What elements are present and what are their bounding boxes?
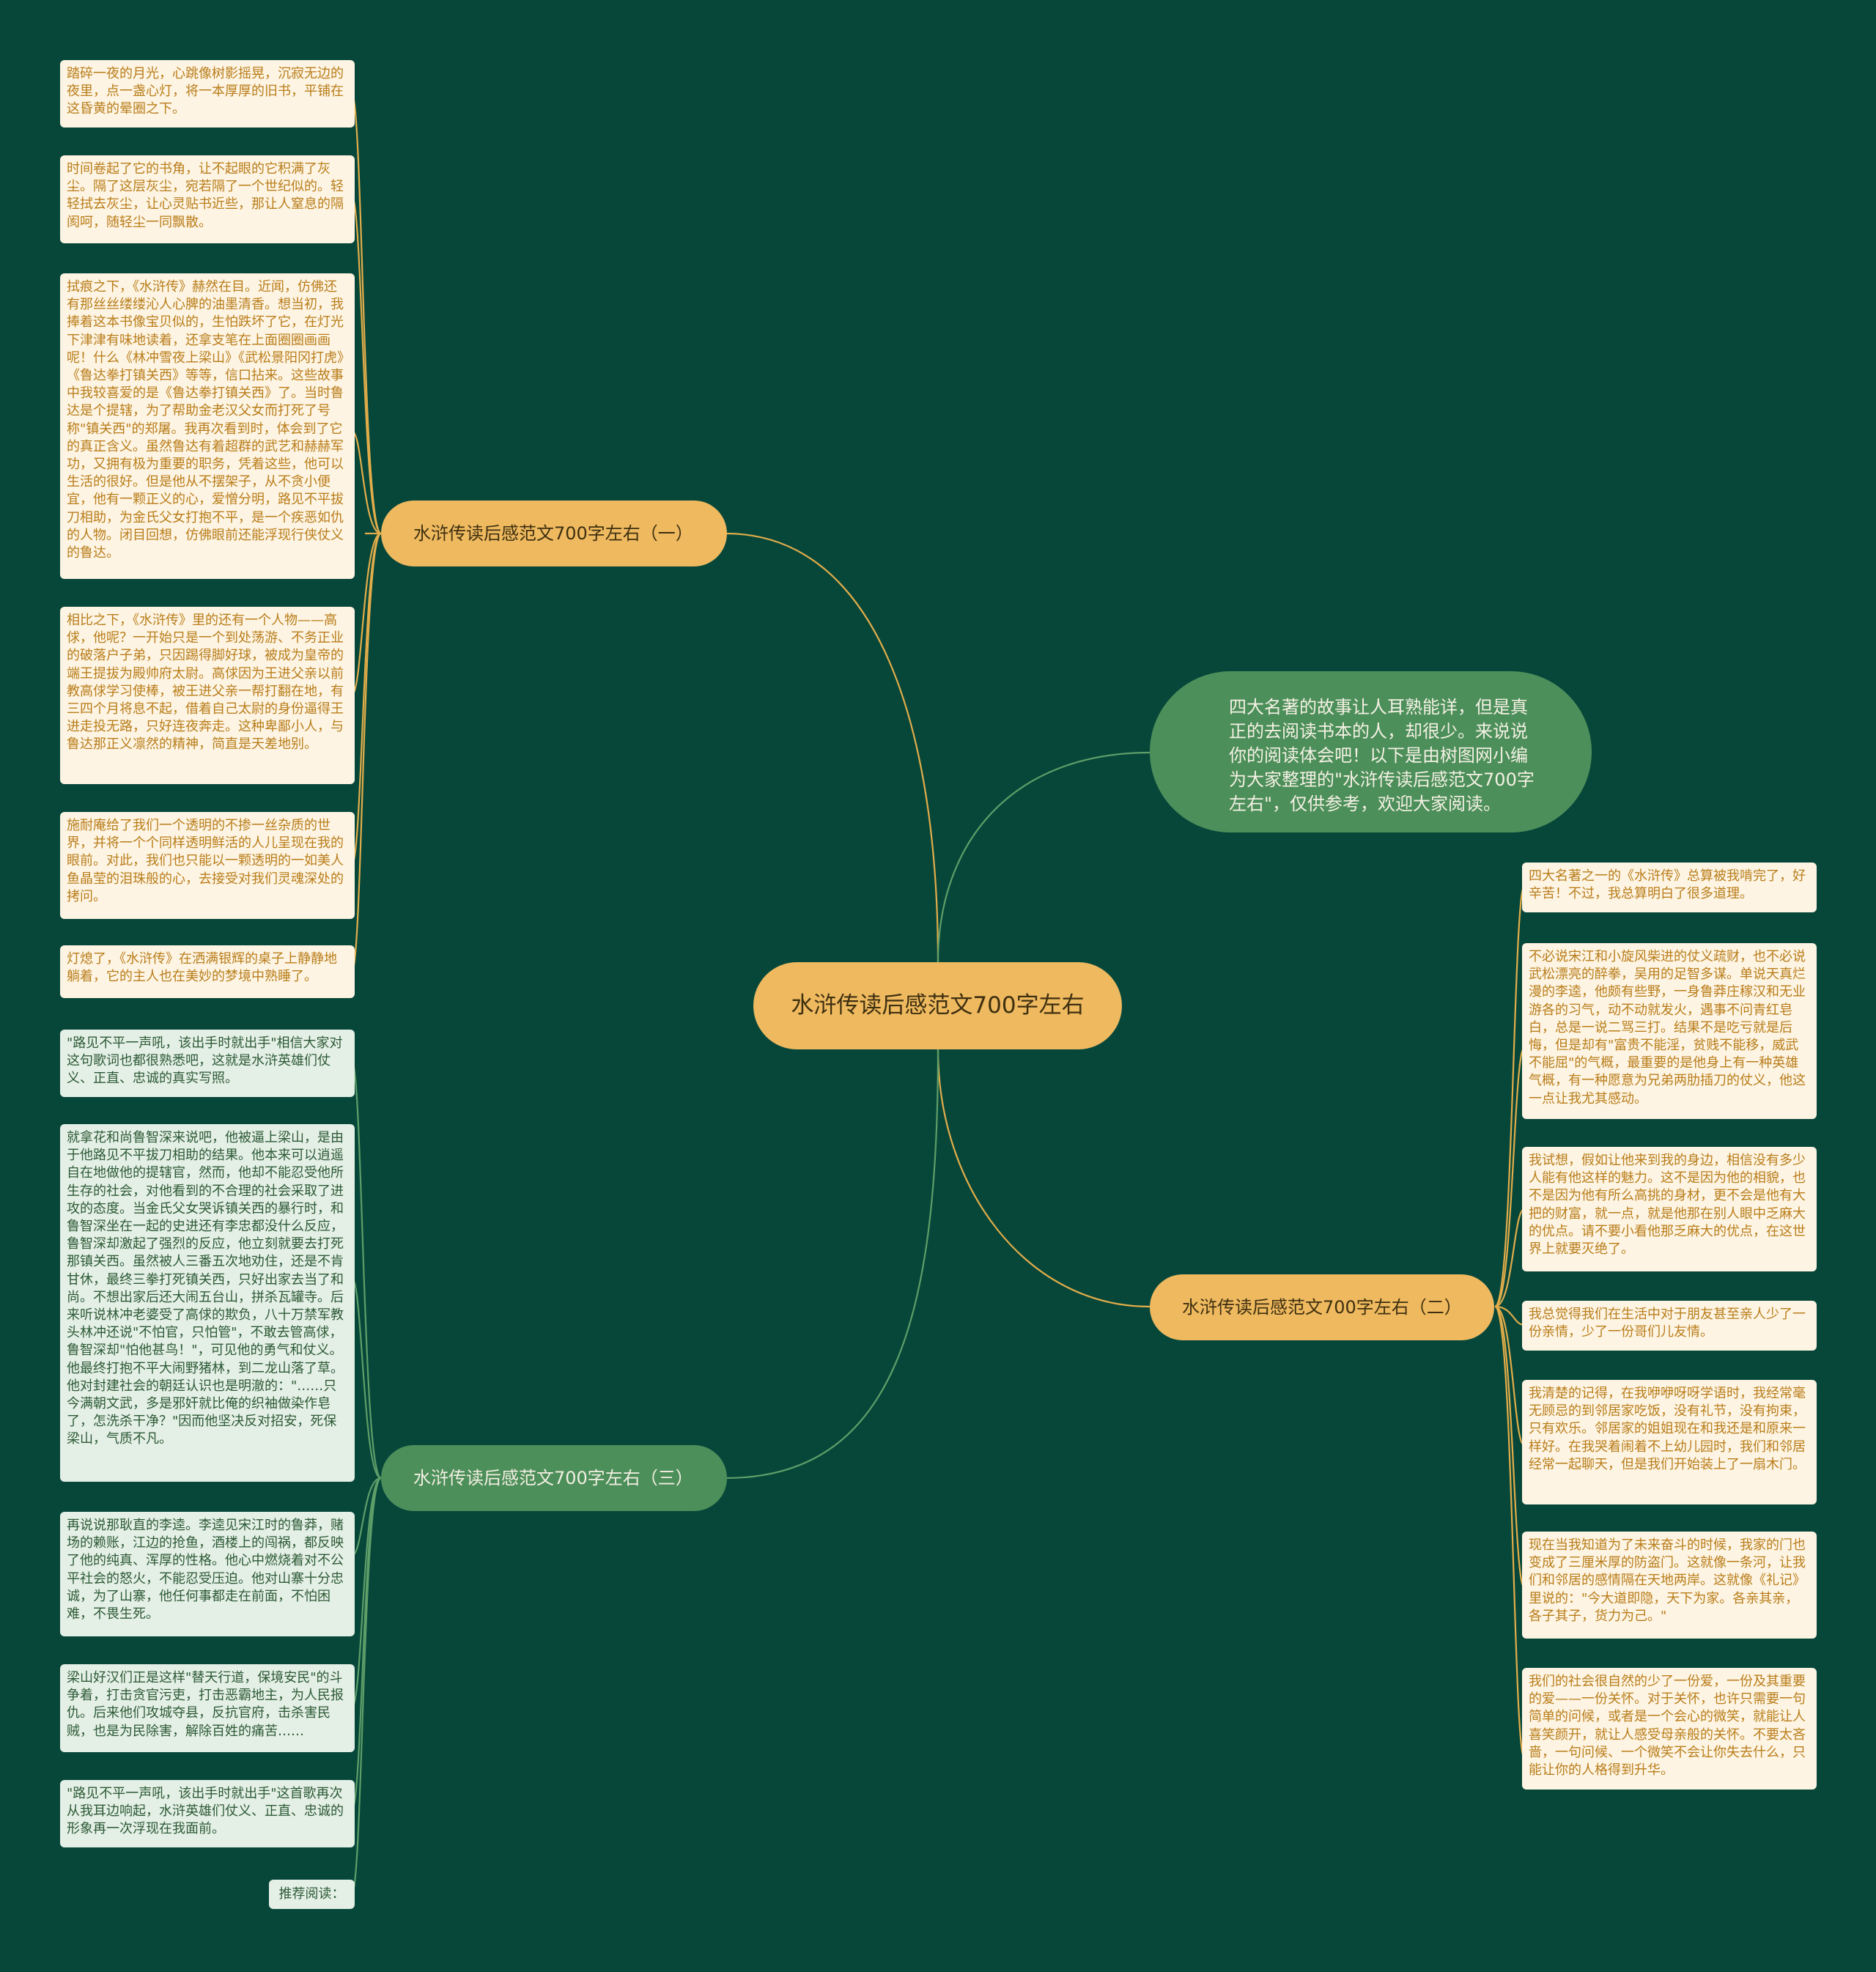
leaf-three-recommended-text: 推荐阅读： (278, 1886, 345, 1902)
leaf-two-4[interactable]: 我总觉得我们在生活中对于朋友甚至亲人少了一份亲情，少了一份哥们儿友情。 (1522, 1301, 1817, 1351)
leaf-one-6-text: 灯熄了，《水浒传》在洒满银辉的桌子上静静地躺着，它的主人也在美妙的梦境中熟睡了。 (67, 951, 337, 985)
leaf-three-4[interactable]: 梁山好汉们正是这样"替天行道，保境安民"的斗争着，打击贪官污吏，打击恶霸地主，为… (60, 1664, 355, 1752)
leaf-two-1[interactable]: 四大名著之一的《水浒传》总算被我啃完了，好辛苦！不过，我总算明白了很多道理。 (1522, 863, 1817, 912)
leaf-three-3-text: 再说说那耿直的李逵。李逵见宋江时的鲁莽，赌场的赖账，江边的抢鱼，酒楼上的闯祸，都… (67, 1518, 344, 1622)
leaf-one-5-text: 施耐庵给了我们一个透明的不掺一丝杂质的世界，并将一个个同样透明鲜活的人儿呈现在我… (67, 818, 344, 904)
branch-two[interactable]: 水浒传读后感范文700字左右（二） (1150, 1274, 1494, 1340)
link-root-branch3 (725, 1049, 939, 1480)
leaf-one-1-text: 踏碎一夜的月光，心跳像树影摇晃，沉寂无边的夜里，点一盏心灯，将一本厚厚的旧书，平… (67, 66, 344, 117)
root-topic[interactable]: 水浒传读后感范文700字左右 (753, 962, 1122, 1049)
leaf-one-4[interactable]: 相比之下，《水浒传》里的还有一个人物——高俅，他呢？一开始只是一个到处荡游、不务… (60, 607, 355, 784)
intro-summary-node[interactable]: 四大名著的故事让人耳熟能详，但是真正的去阅读书本的人，却很少。来说说你的阅读体会… (1150, 671, 1592, 832)
leaf-three-4-text: 梁山好汉们正是这样"替天行道，保境安民"的斗争着，打击贪官污吏，打击恶霸地主，为… (67, 1670, 344, 1739)
leaf-three-recommended[interactable]: 推荐阅读： (269, 1880, 355, 1909)
leaf-one-3[interactable]: 拭痕之下，《水浒传》赫然在目。近闻，仿佛还有那丝丝缕缕沁人心脾的油墨清香。想当初… (60, 273, 355, 579)
leaf-three-5-text: "路见不平一声吼，该出手时就出手"这首歌再次从我耳边响起，水浒英雄们仗义、正直、… (67, 1786, 344, 1837)
leaf-two-2[interactable]: 不必说宋江和小旋风柴进的仗义疏财，也不必说武松漂亮的醉拳，吴用的足智多谋。单说天… (1522, 943, 1817, 1119)
link-root-branch2 (937, 1049, 1151, 1308)
link-root-intro (937, 751, 1151, 963)
branch-one-label: 水浒传读后感范文700字左右（一） (413, 522, 693, 544)
leaf-two-3[interactable]: 我试想，假如让他来到我的身边，相信没有多少人能有他这样的魅力。这不是因为他的相貌… (1522, 1147, 1817, 1271)
links-branch2-leaves (1493, 885, 1526, 1759)
leaf-one-1[interactable]: 踏碎一夜的月光，心跳像树影摇晃，沉寂无边的夜里，点一盏心灯，将一本厚厚的旧书，平… (60, 60, 355, 128)
leaf-two-2-text: 不必说宋江和小旋风柴进的仗义疏财，也不必说武松漂亮的醉拳，吴用的足智多谋。单说天… (1529, 949, 1806, 1107)
leaf-one-2-text: 时间卷起了它的书角，让不起眼的它积满了灰尘。隔了这层灰尘，宛若隔了一个世纪似的。… (67, 161, 344, 230)
leaf-three-2-text: 就拿花和尚鲁智深来说吧，他被逼上梁山，是由于他路见不平拔刀相助的结果。他本来可以… (67, 1130, 344, 1447)
leaf-two-5[interactable]: 我清楚的记得，在我咿咿呀呀学语时，我经常毫无顾忌的到邻居家吃饭，没有礼节，没有拘… (1522, 1380, 1817, 1504)
leaf-three-1-text: "路见不平一声吼，该出手时就出手"相信大家对这句歌词也都很熟悉吧，这就是水浒英雄… (67, 1035, 343, 1087)
leaf-one-5[interactable]: 施耐庵给了我们一个透明的不掺一丝杂质的世界，并将一个个同样透明鲜活的人儿呈现在我… (60, 812, 355, 919)
branch-two-label: 水浒传读后感范文700字左右（二） (1182, 1296, 1462, 1318)
intro-summary-text: 四大名著的故事让人耳熟能详，但是真正的去阅读书本的人，却很少。来说说你的阅读体会… (1229, 696, 1535, 814)
link-root-branch1 (725, 532, 939, 963)
leaf-two-7[interactable]: 我们的社会很自然的少了一份爱，一份及其重要的爱——一份关怀。对于关怀，也许只需要… (1522, 1668, 1817, 1790)
leaf-two-1-text: 四大名著之一的《水浒传》总算被我啃完了，好辛苦！不过，我总算明白了很多道理。 (1529, 868, 1806, 902)
branch-three[interactable]: 水浒传读后感范文700字左右（三） (381, 1445, 727, 1511)
leaf-one-3-text: 拭痕之下，《水浒传》赫然在目。近闻，仿佛还有那丝丝缕缕沁人心脾的油墨清香。想当初… (67, 279, 344, 561)
leaf-two-3-text: 我试想，假如让他来到我的身边，相信没有多少人能有他这样的魅力。这不是因为他的相貌… (1529, 1153, 1806, 1258)
leaf-one-6[interactable]: 灯熄了，《水浒传》在洒满银辉的桌子上静静地躺着，它的主人也在美妙的梦境中熟睡了。 (60, 945, 355, 998)
leaf-two-7-text: 我们的社会很自然的少了一份爱，一份及其重要的爱——一份关怀。对于关怀，也许只需要… (1529, 1674, 1806, 1779)
links-branch3-leaves (350, 1060, 383, 1895)
links-branch1-leaves (350, 92, 383, 973)
branch-one[interactable]: 水浒传读后感范文700字左右（一） (381, 501, 727, 566)
leaf-three-3[interactable]: 再说说那耿直的李逵。李逵见宋江时的鲁莽，赌场的赖账，江边的抢鱼，酒楼上的闯祸，都… (60, 1512, 355, 1636)
leaf-two-6[interactable]: 现在当我知道为了未来奋斗的时候，我家的门也变成了三厘米厚的防盗门。这就像一条河，… (1522, 1532, 1817, 1639)
leaf-three-1[interactable]: "路见不平一声吼，该出手时就出手"相信大家对这句歌词也都很熟悉吧，这就是水浒英雄… (60, 1030, 355, 1097)
leaf-two-4-text: 我总觉得我们在生活中对于朋友甚至亲人少了一份亲情，少了一份哥们儿友情。 (1529, 1307, 1806, 1340)
leaf-three-5[interactable]: "路见不平一声吼，该出手时就出手"这首歌再次从我耳边响起，水浒英雄们仗义、正直、… (60, 1780, 355, 1847)
root-topic-label: 水浒传读后感范文700字左右 (791, 992, 1085, 1019)
leaf-one-2[interactable]: 时间卷起了它的书角，让不起眼的它积满了灰尘。隔了这层灰尘，宛若隔了一个世纪似的。… (60, 155, 355, 243)
branch-three-label: 水浒传读后感范文700字左右（三） (413, 1467, 693, 1488)
leaf-two-5-text: 我清楚的记得，在我咿咿呀呀学语时，我经常毫无顾忌的到邻居家吃饭，没有礼节，没有拘… (1529, 1386, 1806, 1472)
leaf-two-6-text: 现在当我知道为了未来奋斗的时候，我家的门也变成了三厘米厚的防盗门。这就像一条河，… (1529, 1537, 1806, 1624)
leaf-one-4-text: 相比之下，《水浒传》里的还有一个人物——高俅，他呢？一开始只是一个到处荡游、不务… (67, 613, 344, 753)
leaf-three-2[interactable]: 就拿花和尚鲁智深来说吧，他被逼上梁山，是由于他路见不平拔刀相助的结果。他本来可以… (60, 1124, 355, 1482)
